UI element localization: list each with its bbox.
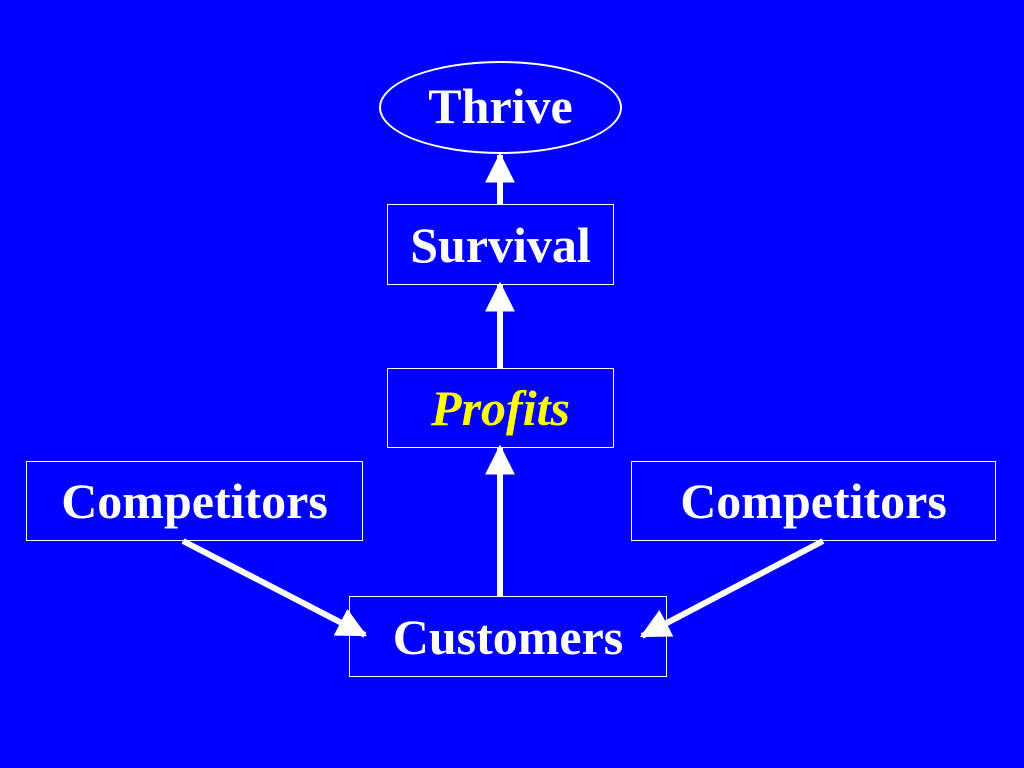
node-competitors-right: Competitors bbox=[631, 461, 996, 541]
arrow-competitors-left-to-customers bbox=[181, 538, 368, 638]
node-customers: Customers bbox=[349, 596, 667, 677]
node-competitors-left: Competitors bbox=[26, 461, 363, 541]
arrow-competitors-right-to-customers bbox=[639, 538, 825, 639]
node-survival: Survival bbox=[387, 204, 614, 285]
node-profits: Profits bbox=[387, 368, 614, 448]
node-thrive: Thrive bbox=[379, 61, 622, 154]
